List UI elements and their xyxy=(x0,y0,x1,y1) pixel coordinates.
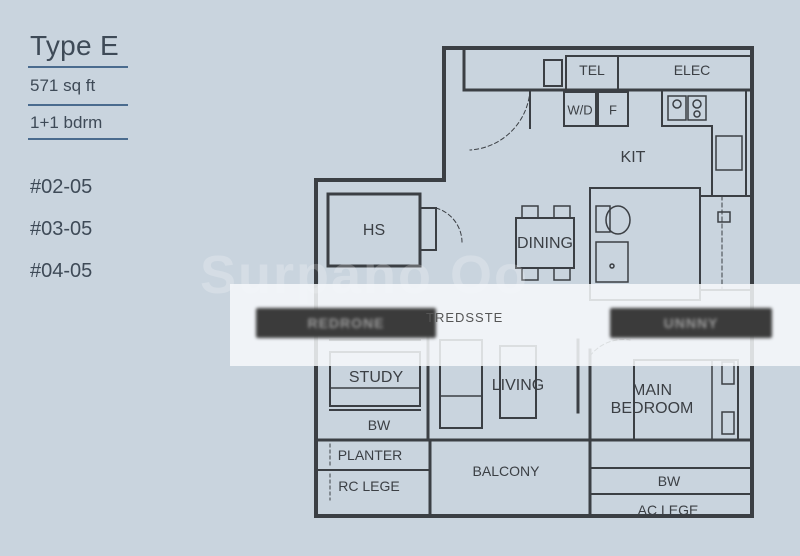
room-label-bay-window-bedroom: BW xyxy=(657,473,681,489)
unit-type-title: Type E xyxy=(30,30,119,61)
redacted-label-left: REDRONE xyxy=(256,308,436,338)
room-label-kitchen: KIT xyxy=(620,149,646,166)
room-label-elec: ELEC xyxy=(673,62,711,78)
bedroom-underline xyxy=(28,138,128,140)
room-label-ac-ledge: AC LEGE xyxy=(637,502,699,518)
unit-number: #03-05 xyxy=(30,218,93,240)
redacted-label-right: UNNNY xyxy=(610,308,772,338)
unit-size: 571 sq ft xyxy=(30,76,96,95)
room-label-study: STUDY xyxy=(348,369,404,386)
room-label-rc-ledge: RC LEGE xyxy=(338,478,400,494)
title-underline xyxy=(28,66,128,68)
room-label-main-bedroom-1: MAIN xyxy=(632,382,672,399)
room-label-bay-window: BW xyxy=(367,417,391,433)
size-underline xyxy=(28,104,128,106)
room-label-wd: W/D xyxy=(567,102,593,118)
unit-number: #04-05 xyxy=(30,260,93,282)
overlay-banner: REDRONE UNNNY TREDSSTE xyxy=(230,284,800,366)
room-label-dining: DINING xyxy=(517,235,573,252)
room-label-fridge: F xyxy=(609,102,617,118)
unit-bedrooms: 1+1 bdrm xyxy=(30,113,103,132)
unit-number: #02-05 xyxy=(30,176,93,198)
room-label-balcony: BALCONY xyxy=(472,463,540,479)
room-label-living: LIVING xyxy=(491,377,545,394)
banner-center-text: TREDSSTE xyxy=(426,310,504,325)
room-label-hs: HS xyxy=(362,222,386,239)
room-label-tel: TEL xyxy=(579,62,605,78)
room-label-main-bedroom-2: BEDROOM xyxy=(610,400,694,417)
room-label-planter: PLANTER xyxy=(337,447,403,463)
